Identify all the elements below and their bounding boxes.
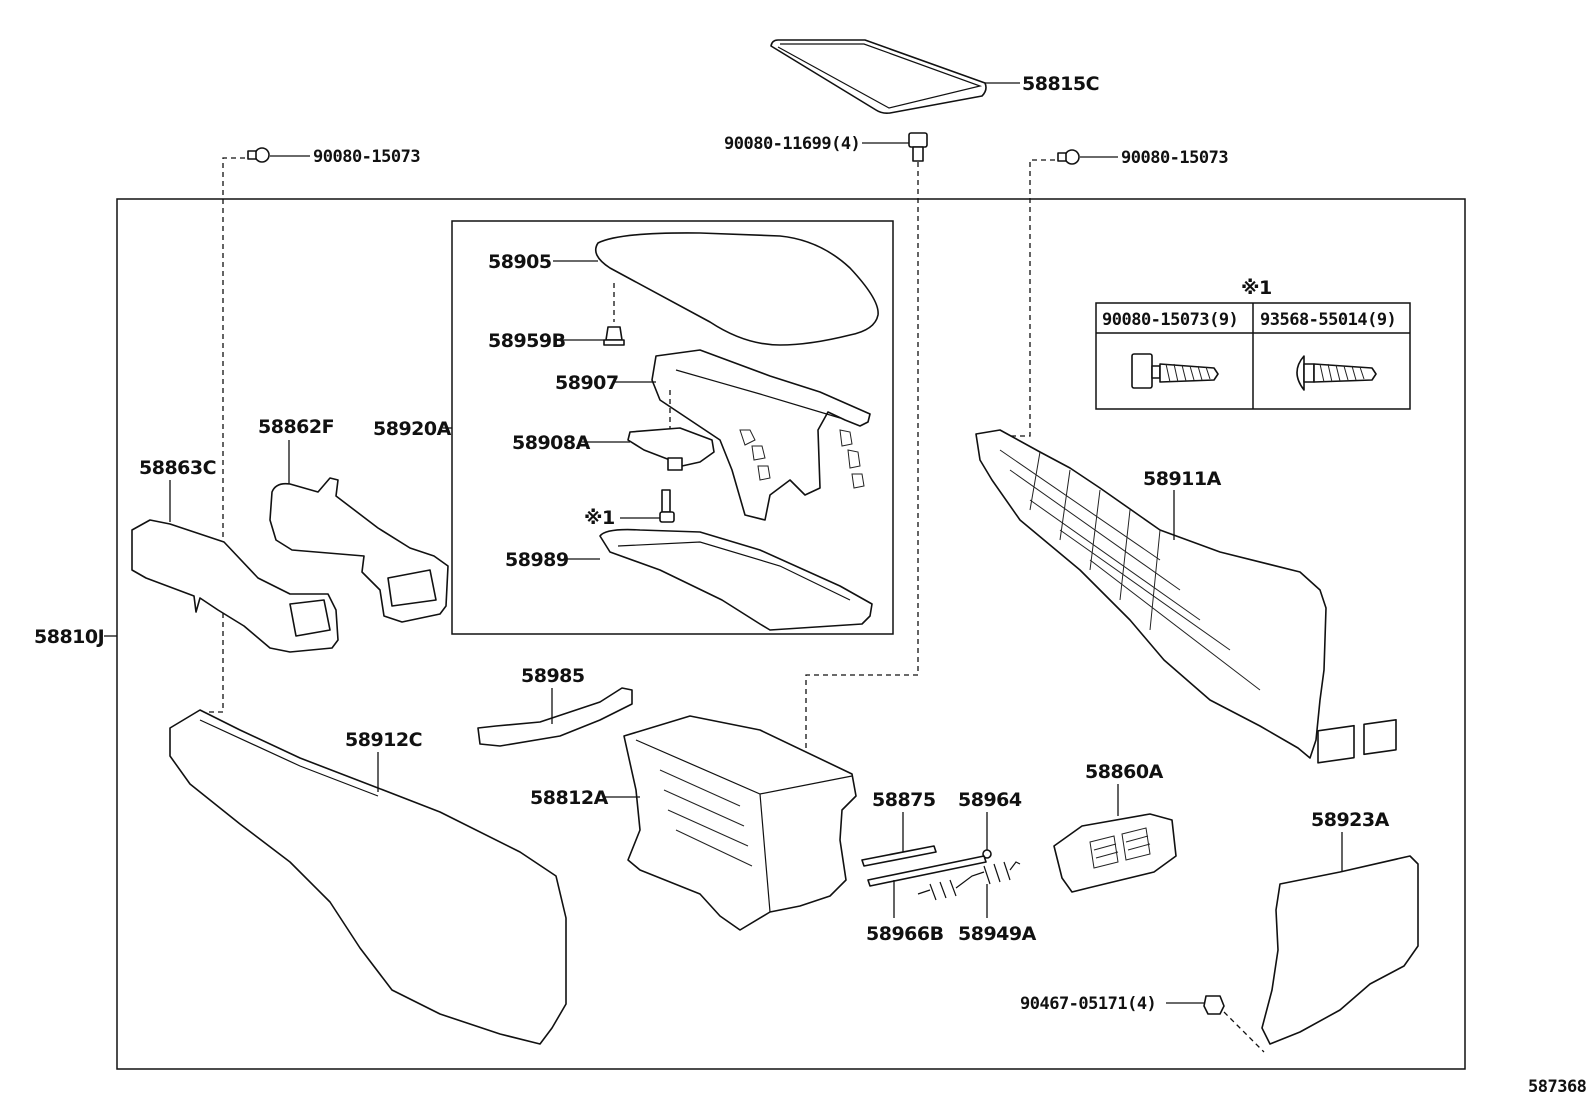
label-58815C: 58815C: [1022, 73, 1099, 95]
part-58875-hinge-pin[interactable]: [861, 845, 937, 867]
label-58911A: 58911A: [1143, 468, 1222, 490]
label-mark1: ※1: [584, 507, 615, 529]
part-58815C[interactable]: [770, 39, 987, 114]
label-58908A: 58908A: [512, 432, 591, 454]
hex-bolt-icon: [1131, 353, 1219, 389]
label-58989: 58989: [505, 549, 569, 571]
label-58812A: 58812A: [530, 787, 609, 809]
diagram-number: 587368: [1528, 1077, 1587, 1097]
part-58908A-latch[interactable]: [627, 427, 715, 471]
part-58989-lower-tray[interactable]: [599, 528, 873, 631]
label-58920A: 58920A: [373, 418, 452, 440]
label-90467-05171: 90467-05171(4): [1020, 994, 1156, 1014]
label-58959B: 58959B: [488, 330, 566, 352]
label-58912C: 58912C: [345, 729, 422, 751]
label-58985: 58985: [521, 665, 585, 687]
screw-mark1-icon: [659, 489, 675, 523]
label-58907: 58907: [555, 372, 619, 394]
part-58923A-rear-panel[interactable]: [1261, 718, 1419, 1045]
label-58862F: 58862F: [258, 416, 334, 438]
legend-mark: ※1: [1241, 277, 1272, 299]
part-58907-armrest-base[interactable]: [651, 349, 871, 521]
legend-part-1: 90080-15073(9): [1102, 310, 1238, 330]
clip-90467-05171-icon: [1203, 995, 1225, 1015]
label-58810J: 58810J: [34, 626, 104, 648]
label-58964: 58964: [958, 789, 1022, 811]
round-head-screw-icon: [1296, 355, 1377, 391]
part-58863C-front-duct[interactable]: [131, 519, 339, 653]
fastener-legend-table: ※1 90080-15073(9) 93568-55014(9): [1095, 277, 1411, 410]
label-90080-15073-left: 90080-15073: [313, 147, 420, 167]
label-58949A: 58949A: [958, 923, 1037, 945]
part-58911A-right-side-panel[interactable]: [975, 429, 1327, 759]
part-58985-bracket[interactable]: [477, 687, 633, 747]
label-58863C: 58863C: [139, 457, 216, 479]
label-58966B: 58966B: [866, 923, 944, 945]
clip-left-icon: [247, 147, 270, 163]
label-58923A: 58923A: [1311, 809, 1390, 831]
part-58966B-long-pin[interactable]: [867, 855, 987, 887]
label-90080-11699: 90080-11699(4): [724, 134, 860, 154]
part-58862F-rear-duct[interactable]: [269, 477, 449, 623]
legend-part-2: 93568-55014(9): [1260, 310, 1396, 330]
part-58860A-air-vent[interactable]: [1053, 813, 1177, 893]
label-90080-15073-right: 90080-15073: [1121, 148, 1228, 168]
part-58912C-left-side-panel[interactable]: [169, 709, 567, 1045]
label-58860A: 58860A: [1085, 761, 1164, 783]
assembly-frame: [116, 198, 1466, 1070]
part-58905-armrest-pad[interactable]: [594, 232, 879, 346]
clip-right-icon: [1057, 149, 1080, 165]
part-58949A-spring[interactable]: [917, 861, 1021, 901]
label-58905: 58905: [488, 251, 552, 273]
clip-58959B-icon: [603, 326, 625, 346]
bolt-90080-11699-icon: [908, 132, 928, 162]
part-58812A-console-box[interactable]: [623, 715, 857, 931]
label-58875: 58875: [872, 789, 936, 811]
